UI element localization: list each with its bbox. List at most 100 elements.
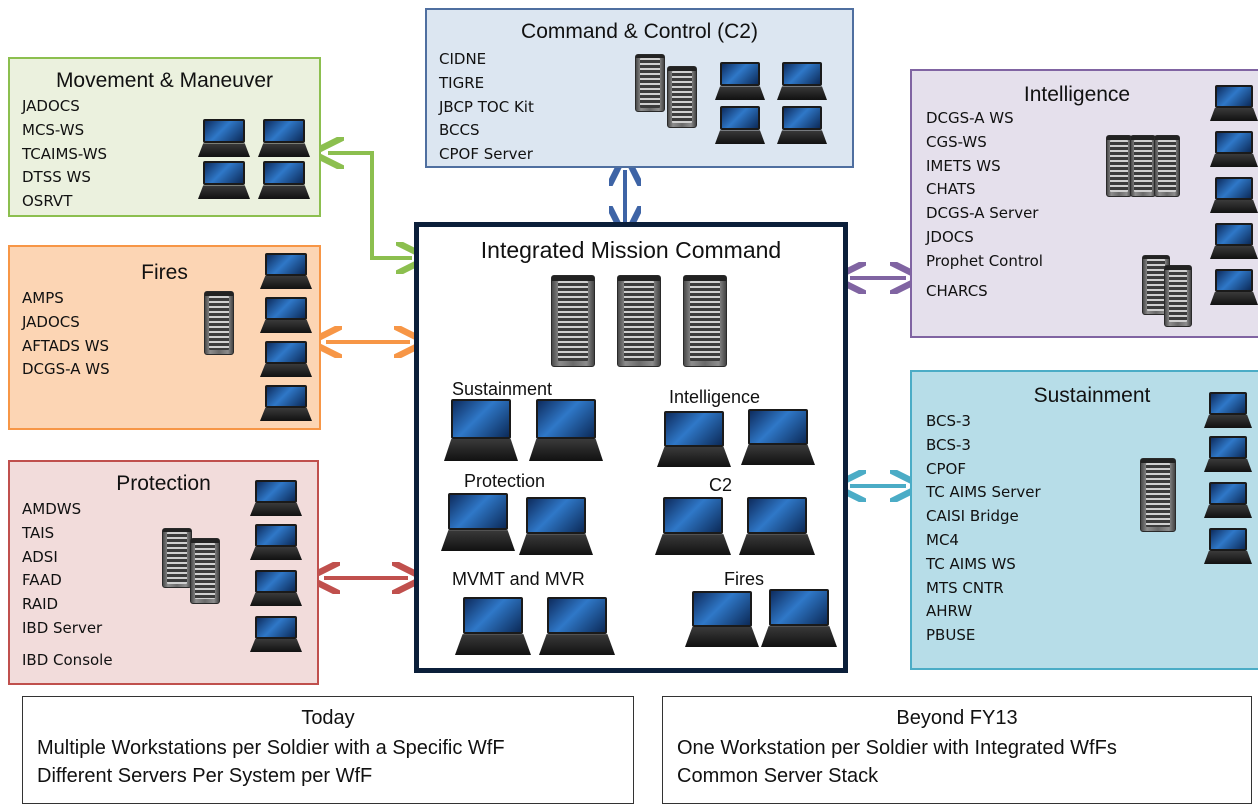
laptop-icon xyxy=(441,493,515,551)
laptop-icon xyxy=(250,570,302,606)
beyond-fy13-box: Beyond FY13 One Workstation per Soldier … xyxy=(662,696,1252,804)
sustainment-title: Sustainment xyxy=(1033,384,1151,407)
fires-title: Fires xyxy=(141,261,188,284)
c2-box: Command & Control (C2) CIDNE TIGRE JBCP … xyxy=(425,8,854,168)
list-item: FAAD xyxy=(22,571,62,590)
list-item: CPOF xyxy=(926,459,966,478)
list-item: JBCP TOC Kit xyxy=(439,97,534,116)
list-item: Prophet Control xyxy=(926,251,1043,270)
list-item: CHARCS xyxy=(926,281,988,300)
today-title: Today xyxy=(301,707,355,729)
laptop-icon xyxy=(260,297,312,333)
list-item: CGS-WS xyxy=(926,132,987,151)
laptop-icon xyxy=(250,524,302,560)
laptop-icon xyxy=(455,597,531,655)
center-label-mvmt: MVMT and MVR xyxy=(452,569,585,589)
center-label-fires: Fires xyxy=(724,569,764,589)
today-box: Today Multiple Workstations per Soldier … xyxy=(22,696,634,804)
list-item: DCGS-A WS xyxy=(22,360,110,379)
beyond-line-1: One Workstation per Soldier with Integra… xyxy=(677,737,1117,759)
list-item: DTSS WS xyxy=(22,168,91,187)
list-item: TC AIMS WS xyxy=(926,554,1016,573)
intelligence-box: Intelligence DCGS-A WS CGS-WS IMETS WS C… xyxy=(910,69,1258,338)
laptop-icon xyxy=(715,106,765,144)
laptop-icon xyxy=(260,253,312,289)
list-item: TIGRE xyxy=(439,73,485,92)
server-icon xyxy=(1130,135,1156,197)
server-icon xyxy=(551,275,595,367)
list-item: CIDNE xyxy=(439,50,487,68)
laptop-icon xyxy=(1204,392,1252,428)
movement-title: Movement & Maneuver xyxy=(55,69,274,92)
laptop-icon xyxy=(1210,131,1258,167)
list-item: CAISI Bridge xyxy=(926,507,1019,526)
laptop-icon xyxy=(198,119,250,157)
list-item: AFTADS WS xyxy=(22,336,110,355)
server-icon xyxy=(617,275,661,367)
laptop-icon xyxy=(741,409,815,465)
laptop-icon xyxy=(1210,269,1258,305)
server-icon xyxy=(162,528,192,588)
laptop-icon xyxy=(655,497,731,555)
movement-box: Movement & Maneuver JADOCS MCS-WS TCAIMS… xyxy=(8,57,321,217)
today-line-2: Different Servers Per System per WfF xyxy=(37,765,373,787)
beyond-title: Beyond FY13 xyxy=(896,707,1018,729)
laptop-icon xyxy=(258,119,310,157)
laptop-icon xyxy=(777,62,827,100)
fires-system-list: AMPS JADOCS AFTADS WS DCGS-A WS xyxy=(22,287,110,382)
laptop-icon xyxy=(444,399,518,461)
arrow-movement xyxy=(328,153,412,258)
list-item: OSRVT xyxy=(22,192,73,211)
movement-system-list: JADOCS MCS-WS TCAIMS-WS DTSS WS OSRVT xyxy=(22,95,107,214)
integrated-mission-command-box: Integrated Mission Command Sustainment I… xyxy=(414,222,848,673)
laptop-icon xyxy=(519,497,593,555)
laptop-icon xyxy=(250,616,302,652)
server-icon xyxy=(190,538,220,604)
list-item: JADOCS xyxy=(22,97,80,115)
list-item: AHRW xyxy=(926,602,973,621)
list-item: AMDWS xyxy=(22,500,82,518)
laptop-icon xyxy=(1204,436,1252,472)
intelligence-system-list: DCGS-A WS CGS-WS IMETS WS CHATS DCGS-A S… xyxy=(926,107,1043,303)
list-item: IBD Server xyxy=(22,618,103,637)
list-item: JDOCS xyxy=(926,227,974,246)
list-item: BCS-3 xyxy=(926,412,971,430)
protection-box: Protection AMDWS TAIS ADSI FAAD RAID IBD… xyxy=(8,460,319,685)
laptop-icon xyxy=(1204,528,1252,564)
protection-system-list: AMDWS TAIS ADSI FAAD RAID IBD Server IBD… xyxy=(22,498,113,673)
laptop-icon xyxy=(715,62,765,100)
laptop-icon xyxy=(777,106,827,144)
laptop-icon xyxy=(1210,177,1258,213)
list-item: TC AIMS Server xyxy=(926,483,1041,502)
intelligence-title: Intelligence xyxy=(1023,83,1131,106)
laptop-icon xyxy=(529,399,603,461)
sustainment-box: Sustainment BCS-3 BCS-3 CPOF TC AIMS Ser… xyxy=(910,370,1258,670)
list-item: AMPS xyxy=(22,289,64,307)
today-line-1: Multiple Workstations per Soldier with a… xyxy=(37,737,505,759)
server-icon xyxy=(204,291,234,355)
list-item: DCGS-A Server xyxy=(926,204,1039,223)
server-icon xyxy=(1106,135,1132,197)
c2-title: Command & Control (C2) xyxy=(521,20,758,43)
laptop-icon xyxy=(739,497,815,555)
list-item: BCS-3 xyxy=(926,435,971,454)
center-label-sustainment: Sustainment xyxy=(452,379,553,399)
c2-system-list: CIDNE TIGRE JBCP TOC Kit BCCS CPOF Serve… xyxy=(439,48,534,167)
laptop-icon xyxy=(1210,223,1258,259)
list-item: TAIS xyxy=(22,523,55,542)
laptop-icon xyxy=(539,597,615,655)
list-item: IMETS WS xyxy=(926,156,1001,175)
list-item: CPOF Server xyxy=(439,145,533,164)
list-item: MC4 xyxy=(926,530,959,549)
server-icon xyxy=(667,66,697,128)
list-item: DCGS-A WS xyxy=(926,109,1014,127)
center-label-intelligence: Intelligence xyxy=(669,387,761,407)
server-icon xyxy=(683,275,727,367)
list-item: MTS CNTR xyxy=(926,578,1004,597)
protection-title: Protection xyxy=(116,472,211,495)
server-icon xyxy=(1154,135,1180,197)
list-item: ADSI xyxy=(22,547,58,566)
list-item: CHATS xyxy=(926,180,976,199)
laptop-icon xyxy=(260,385,312,421)
